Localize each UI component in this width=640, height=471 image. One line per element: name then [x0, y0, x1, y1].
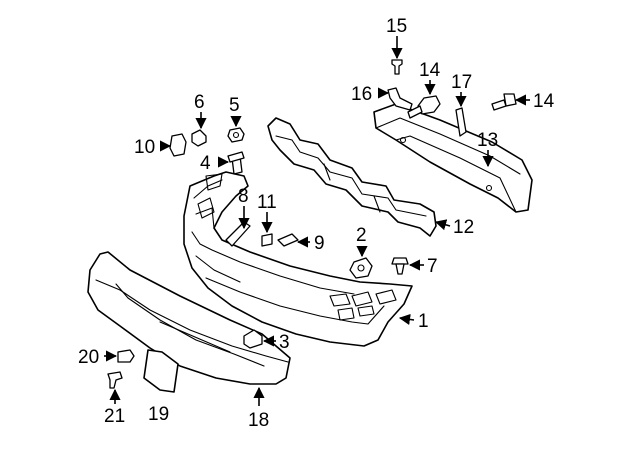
callout-1: 1 [418, 311, 429, 332]
callout-17: 17 [451, 72, 472, 93]
bolt-part-14-left [407, 95, 441, 119]
strip-part-8 [225, 221, 251, 247]
callout-13: 13 [477, 130, 498, 151]
screw-part-15 [391, 59, 403, 75]
callout-3: 3 [279, 332, 290, 353]
reinforcement-bar-part-13 [373, 103, 533, 213]
callout-14b: 14 [533, 91, 555, 112]
retainer-part-3 [243, 329, 263, 349]
callout-12: 12 [453, 217, 474, 238]
callout-4: 4 [200, 153, 211, 174]
callout-7: 7 [427, 256, 438, 277]
callout-20: 20 [78, 347, 99, 368]
callout-14a: 14 [419, 60, 441, 81]
callout-2: 2 [356, 225, 367, 246]
lower-valance-part-18 [87, 251, 291, 385]
leader-lines [104, 36, 530, 406]
plate-part-19 [143, 349, 179, 393]
sensor-part-2 [349, 257, 373, 279]
connector-part-10 [169, 133, 187, 157]
bolt-part-14-right [491, 93, 517, 111]
clip-part-6 [191, 129, 207, 147]
pad-part-11 [261, 233, 273, 247]
callout-9: 9 [314, 233, 325, 254]
callout-6: 6 [194, 92, 205, 113]
stud-part-4 [227, 151, 245, 175]
callout-16: 16 [351, 84, 372, 105]
leader-1 [398, 313, 415, 325]
callout-19: 19 [148, 404, 169, 425]
callout-18: 18 [248, 410, 269, 431]
callout-8: 8 [238, 186, 249, 207]
callout-15: 15 [386, 16, 407, 37]
callout-labels: 1 2 3 4 5 6 7 8 9 10 11 12 13 14 14 15 1… [78, 16, 555, 431]
screw-part-21 [107, 371, 123, 389]
bracket-part-17 [455, 107, 467, 137]
leader-12 [434, 219, 451, 231]
bumper-cover-part-1 [183, 171, 413, 347]
callout-10: 10 [134, 137, 155, 158]
socket-part-20 [117, 349, 135, 363]
callout-21: 21 [104, 406, 125, 427]
pad-part-9 [277, 233, 299, 247]
nut-part-5 [227, 127, 245, 143]
callout-5: 5 [229, 95, 240, 116]
callout-11: 11 [257, 192, 277, 213]
clip-part-7 [391, 257, 409, 275]
bracket-part-16 [387, 87, 413, 111]
